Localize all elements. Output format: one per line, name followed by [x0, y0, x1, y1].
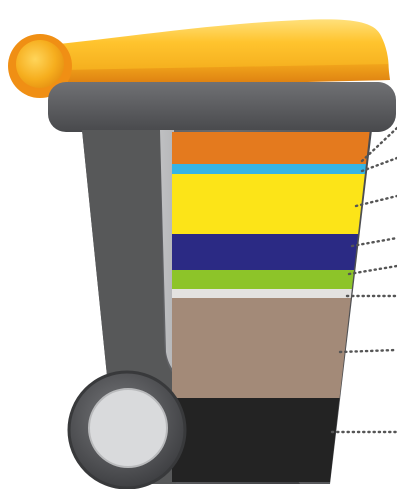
layer-7-leader-line: [340, 350, 397, 352]
waste-layer-7: [170, 298, 380, 398]
waste-layer-8: [170, 398, 380, 484]
waste-layer-4: [170, 234, 380, 270]
layer-5-leader-line: [349, 266, 397, 274]
bin-rim: [48, 82, 396, 132]
bin-wheel: [69, 372, 185, 488]
waste-layer-5: [170, 270, 380, 289]
lid-hinge: [16, 40, 64, 88]
waste-layer-2: [170, 164, 380, 174]
waste-layer-1: [170, 132, 380, 164]
waste-layer-3: [170, 174, 380, 234]
